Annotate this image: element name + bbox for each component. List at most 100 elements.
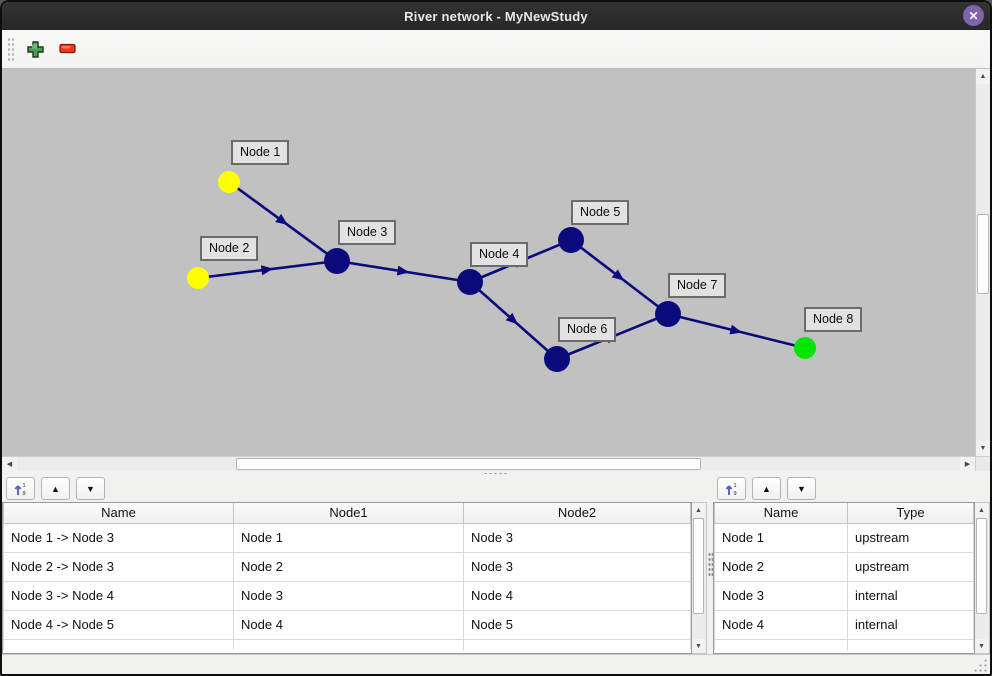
column-header[interactable]: Name: [714, 503, 848, 524]
table-cell[interactable]: Node 2: [714, 551, 848, 582]
scroll-down-icon[interactable]: ▼: [692, 639, 705, 653]
nodes-toolbar: 1 9 ▲ ▼: [713, 475, 990, 502]
nodes-scroll-thumb[interactable]: [976, 518, 987, 614]
table-cell: [714, 638, 848, 650]
status-bar: [2, 654, 990, 674]
scroll-down-icon[interactable]: ▼: [976, 441, 990, 456]
edge-arrow-icon: [729, 324, 743, 335]
edge-arrow-icon: [260, 265, 274, 276]
links-move-down-button[interactable]: ▼: [76, 477, 105, 500]
main-toolbar: [2, 30, 990, 69]
node-label: Node 1: [231, 140, 290, 165]
sort-ascending-icon: 1 9: [14, 483, 26, 496]
add-node-button[interactable]: [22, 36, 48, 62]
scroll-left-icon[interactable]: ◀: [2, 457, 17, 471]
table-cell[interactable]: Node 1: [233, 522, 464, 553]
scroll-down-icon[interactable]: ▼: [975, 639, 988, 653]
links-toolbar: 1 9 ▲ ▼: [2, 475, 707, 502]
vertical-splitter[interactable]: [707, 475, 713, 654]
node[interactable]: [324, 248, 350, 274]
links-sort-button[interactable]: 1 9: [6, 477, 35, 500]
close-button[interactable]: ✕: [963, 5, 984, 26]
table-cell[interactable]: upstream: [847, 551, 974, 582]
table-cell[interactable]: Node 5: [463, 609, 691, 640]
horizontal-scroll-thumb[interactable]: [236, 458, 701, 470]
remove-brick-icon: [59, 43, 76, 54]
table-cell: [463, 638, 691, 650]
table-cell[interactable]: Node 3: [463, 551, 691, 582]
table-cell[interactable]: Node 4: [714, 609, 848, 640]
network-graph: [187, 171, 816, 372]
vertical-scroll-thumb[interactable]: [977, 214, 989, 294]
nodes-table-scrollbar[interactable]: ▲ ▼: [975, 502, 990, 654]
resize-grip-icon[interactable]: [973, 658, 987, 672]
node[interactable]: [218, 171, 240, 193]
column-header[interactable]: Node2: [463, 503, 691, 524]
table-cell[interactable]: Node 2 -> Node 3: [3, 551, 234, 582]
svg-text:9: 9: [23, 491, 26, 496]
table-cell: [847, 638, 974, 650]
node[interactable]: [544, 346, 570, 372]
table-cell[interactable]: Node 3: [233, 580, 464, 611]
nodes-move-down-button[interactable]: ▼: [787, 477, 816, 500]
node-label: Node 5: [571, 200, 630, 225]
node[interactable]: [187, 267, 209, 289]
column-header[interactable]: Type: [847, 503, 974, 524]
node-label: Node 2: [200, 236, 259, 261]
table-cell[interactable]: Node 4 -> Node 5: [3, 609, 234, 640]
links-move-up-button[interactable]: ▲: [41, 477, 70, 500]
scroll-up-icon[interactable]: ▲: [976, 69, 990, 84]
node[interactable]: [558, 227, 584, 253]
scroll-right-icon[interactable]: ▶: [960, 457, 975, 471]
nodes-sort-button[interactable]: 1 9: [717, 477, 746, 500]
toolbar-drag-handle[interactable]: [6, 36, 14, 62]
table-cell[interactable]: Node 2: [233, 551, 464, 582]
table-cell[interactable]: Node 4: [463, 580, 691, 611]
edge-arrow-icon: [396, 265, 410, 276]
links-table-scrollbar[interactable]: ▲ ▼: [692, 502, 707, 654]
table-cell[interactable]: Node 1: [714, 522, 848, 553]
canvas-vertical-scrollbar[interactable]: ▲ ▼: [975, 69, 990, 456]
down-triangle-icon: ▼: [797, 483, 806, 494]
table-cell[interactable]: internal: [847, 609, 974, 640]
scroll-up-icon[interactable]: ▲: [975, 503, 988, 517]
node[interactable]: [457, 269, 483, 295]
table-cell[interactable]: Node 3: [463, 522, 691, 553]
scroll-up-icon[interactable]: ▲: [692, 503, 705, 517]
links-scroll-thumb[interactable]: [693, 518, 704, 614]
node-label: Node 3: [338, 220, 397, 245]
node[interactable]: [794, 337, 816, 359]
down-triangle-icon: ▼: [86, 483, 95, 494]
nodes-move-up-button[interactable]: ▲: [752, 477, 781, 500]
table-cell[interactable]: internal: [847, 580, 974, 611]
horizontal-splitter[interactable]: [2, 471, 990, 475]
table-cell[interactable]: Node 3: [714, 580, 848, 611]
table-cell[interactable]: upstream: [847, 522, 974, 553]
table-cell[interactable]: Node 4: [233, 609, 464, 640]
column-header[interactable]: Name: [3, 503, 234, 524]
node[interactable]: [655, 301, 681, 327]
column-header[interactable]: Node1: [233, 503, 464, 524]
canvas-horizontal-scrollbar[interactable]: ◀ ▶: [2, 457, 975, 471]
title-bar[interactable]: River network - MyNewStudy ✕: [2, 2, 990, 30]
table-cell[interactable]: Node 3 -> Node 4: [3, 580, 234, 611]
table-cell[interactable]: Node 1 -> Node 3: [3, 522, 234, 553]
remove-button[interactable]: [55, 36, 81, 62]
splitter-grip-icon: [483, 471, 509, 475]
